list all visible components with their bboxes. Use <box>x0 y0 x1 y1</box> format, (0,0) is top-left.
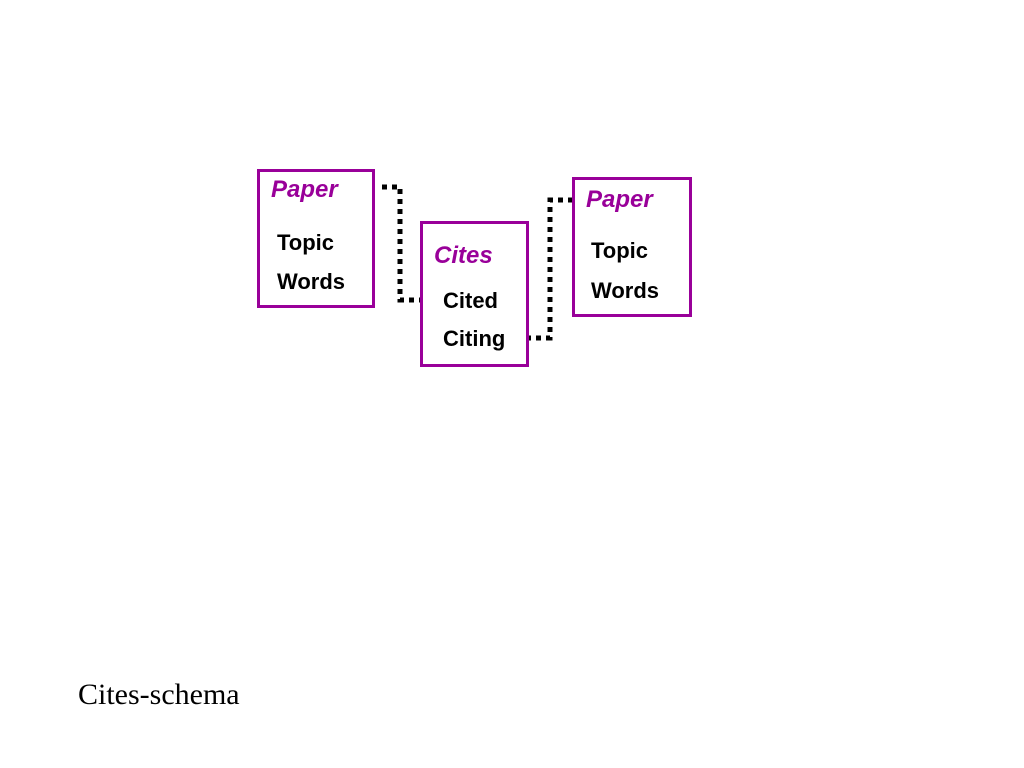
entity-cites-attr-citing: Citing <box>443 326 506 351</box>
entity-paper-left-attr-words: Words <box>277 269 346 294</box>
link-paper-to-cited <box>382 184 420 303</box>
diagram-caption: Cites-schema <box>78 678 240 711</box>
entity-cites-attr-cited: Cited <box>443 288 498 313</box>
entity-paper-right[interactable] <box>572 177 692 317</box>
entity-paper-left-attr-topic: Topic <box>277 230 335 255</box>
entity-paper-left-title: Paper <box>271 176 338 203</box>
entity-cites[interactable] <box>420 221 529 367</box>
entity-paper-right-attr-topic: Topic <box>591 238 649 263</box>
entity-paper-right-title: Paper <box>586 186 653 213</box>
entity-paper-left[interactable] <box>257 169 375 308</box>
link-citing-to-paper <box>526 197 574 341</box>
entity-paper-right-attr-words: Words <box>591 278 660 303</box>
entity-cites-title: Cites <box>434 242 493 269</box>
